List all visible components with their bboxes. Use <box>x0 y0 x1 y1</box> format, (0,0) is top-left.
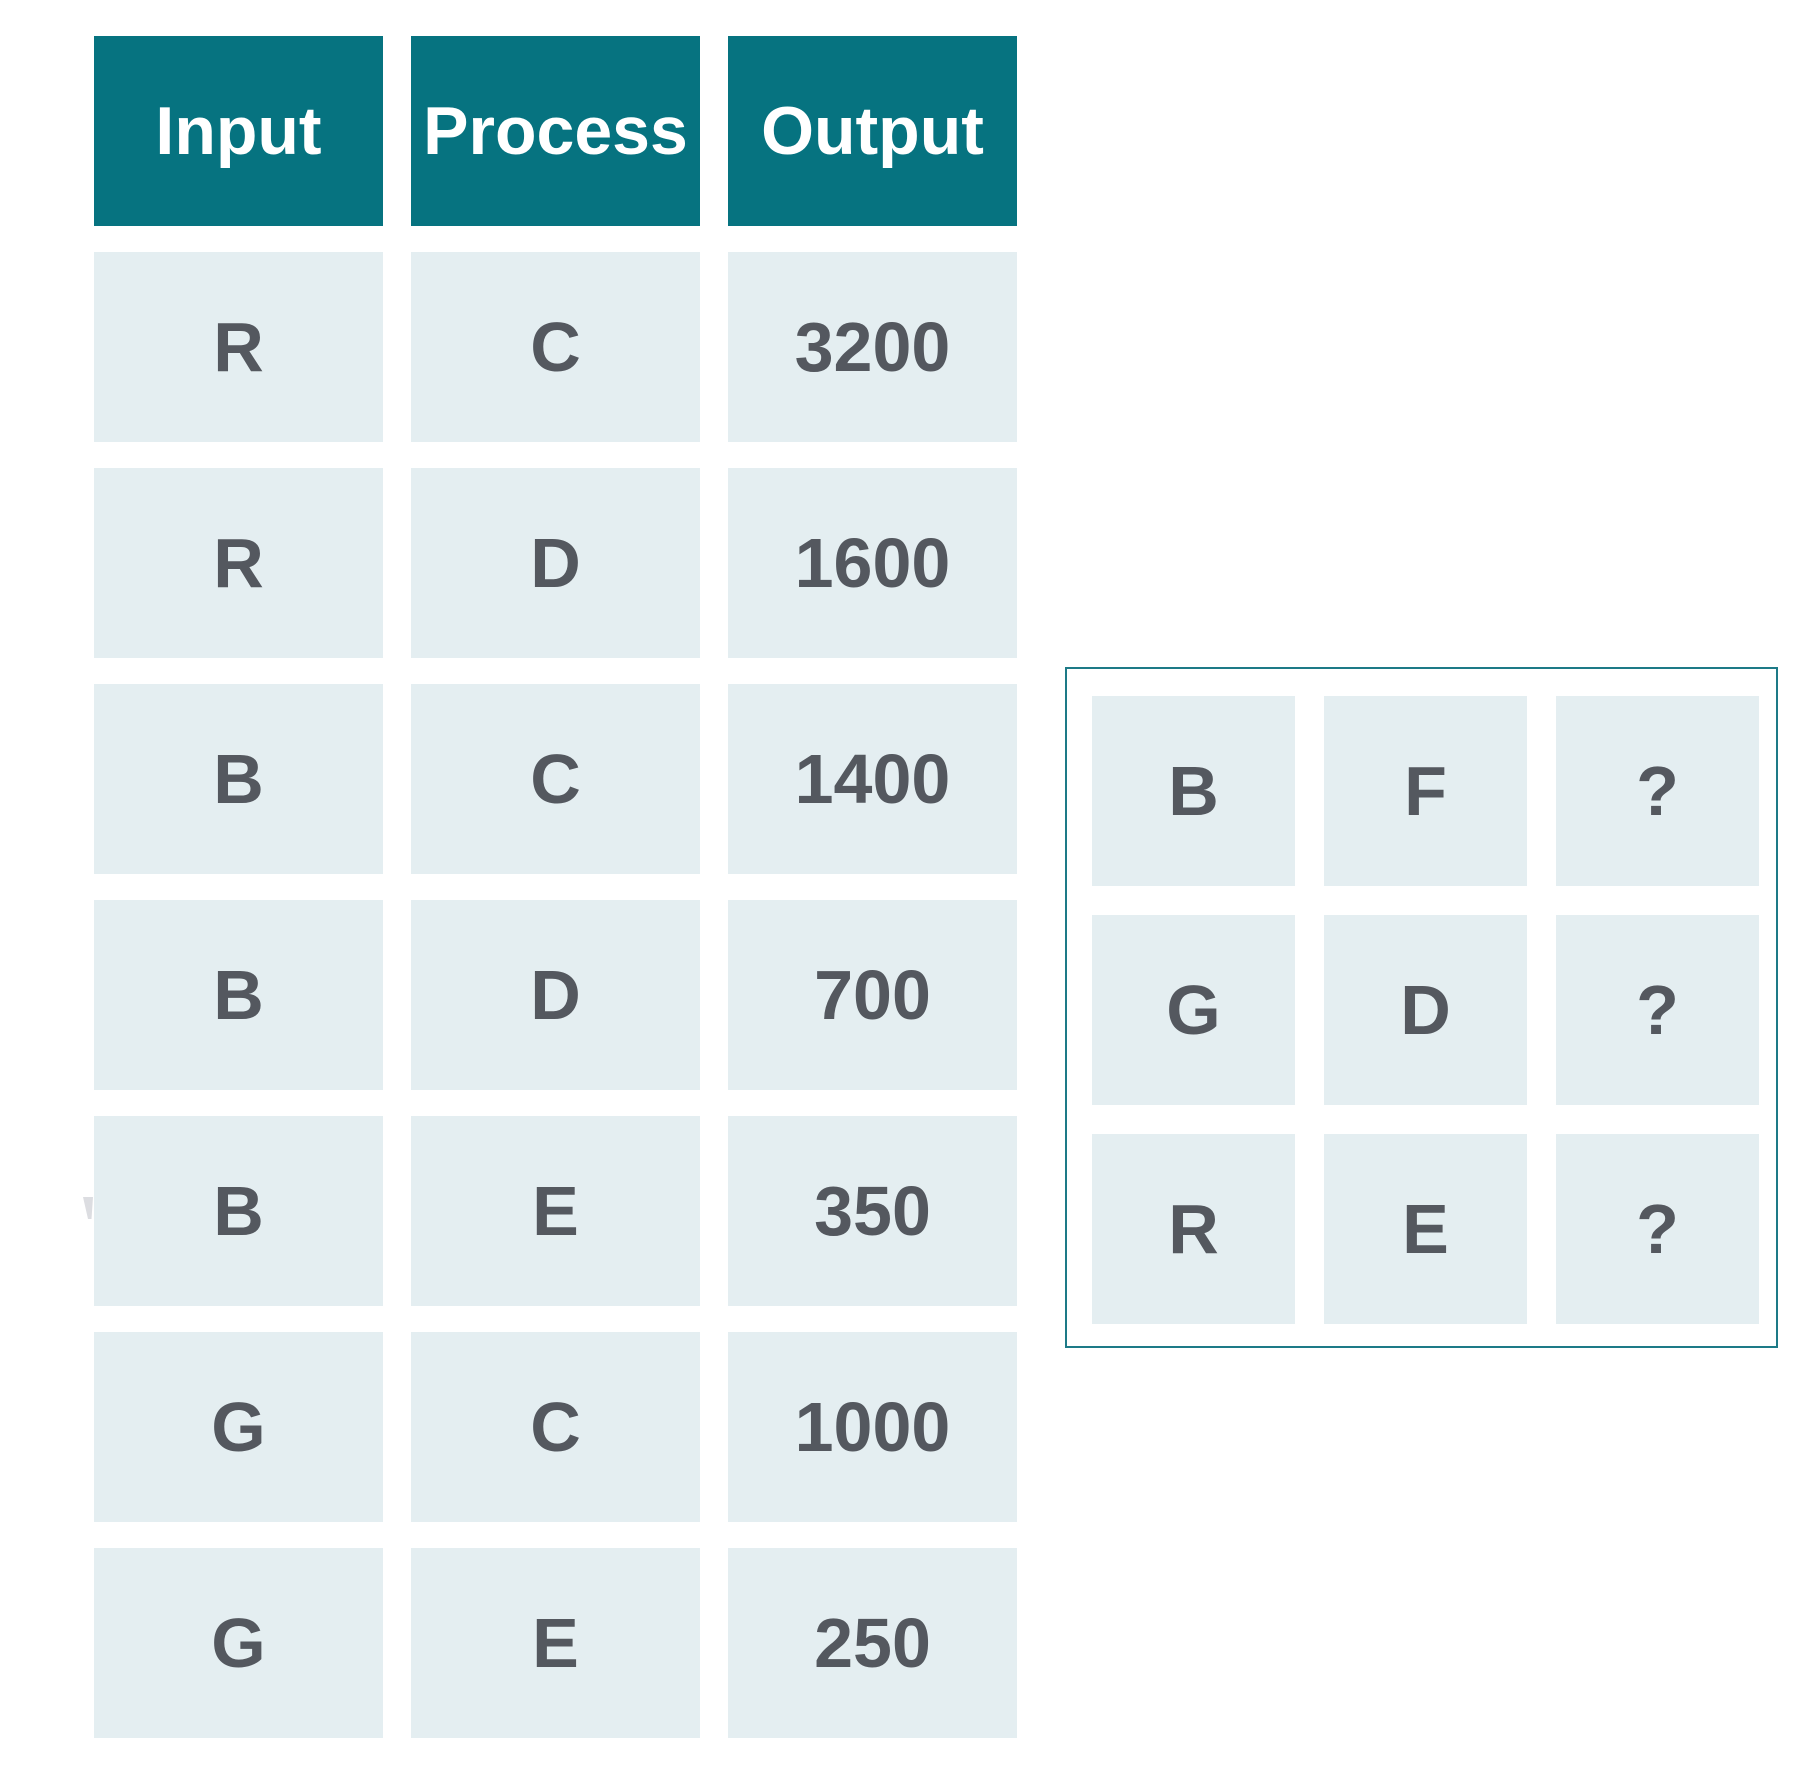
header-cell-process: Process <box>411 36 700 226</box>
table-cell-output: 1600 <box>728 468 1017 658</box>
table-cell-process: C <box>411 252 700 442</box>
puzzle-cell-input: G <box>1092 915 1295 1105</box>
header-cell-output: Output <box>728 36 1017 226</box>
table-cell-output: 1000 <box>728 1332 1017 1522</box>
table-cell-input: G <box>94 1332 383 1522</box>
puzzle-cell-unknown: ? <box>1556 915 1759 1105</box>
puzzle-cell-unknown: ? <box>1556 696 1759 886</box>
stray-wedge-mark <box>83 1197 93 1219</box>
table-cell-process: E <box>411 1116 700 1306</box>
header-cell-input: Input <box>94 36 383 226</box>
table-cell-input: B <box>94 1116 383 1306</box>
puzzle-cell-process: F <box>1324 696 1527 886</box>
table-cell-output: 700 <box>728 900 1017 1090</box>
table-cell-process: C <box>411 684 700 874</box>
puzzle-cell-process: D <box>1324 915 1527 1105</box>
puzzle-cell-input: R <box>1092 1134 1295 1324</box>
table-cell-input: B <box>94 900 383 1090</box>
table-cell-input: R <box>94 252 383 442</box>
table-cell-output: 3200 <box>728 252 1017 442</box>
table-cell-process: C <box>411 1332 700 1522</box>
table-cell-process: D <box>411 468 700 658</box>
input-process-output-table: Input Process Output R C 3200 R D 1600 B… <box>94 36 1017 1738</box>
puzzle-cell-input: B <box>1092 696 1295 886</box>
table-cell-output: 1400 <box>728 684 1017 874</box>
table-cell-process: D <box>411 900 700 1090</box>
table-cell-process: E <box>411 1548 700 1738</box>
table-cell-output: 350 <box>728 1116 1017 1306</box>
table-cell-output: 250 <box>728 1548 1017 1738</box>
table-cell-input: R <box>94 468 383 658</box>
puzzle-cell-process: E <box>1324 1134 1527 1324</box>
table-cell-input: B <box>94 684 383 874</box>
puzzle-cell-unknown: ? <box>1556 1134 1759 1324</box>
table-cell-input: G <box>94 1548 383 1738</box>
puzzle-box: B F ? G D ? R E ? <box>1065 667 1778 1348</box>
